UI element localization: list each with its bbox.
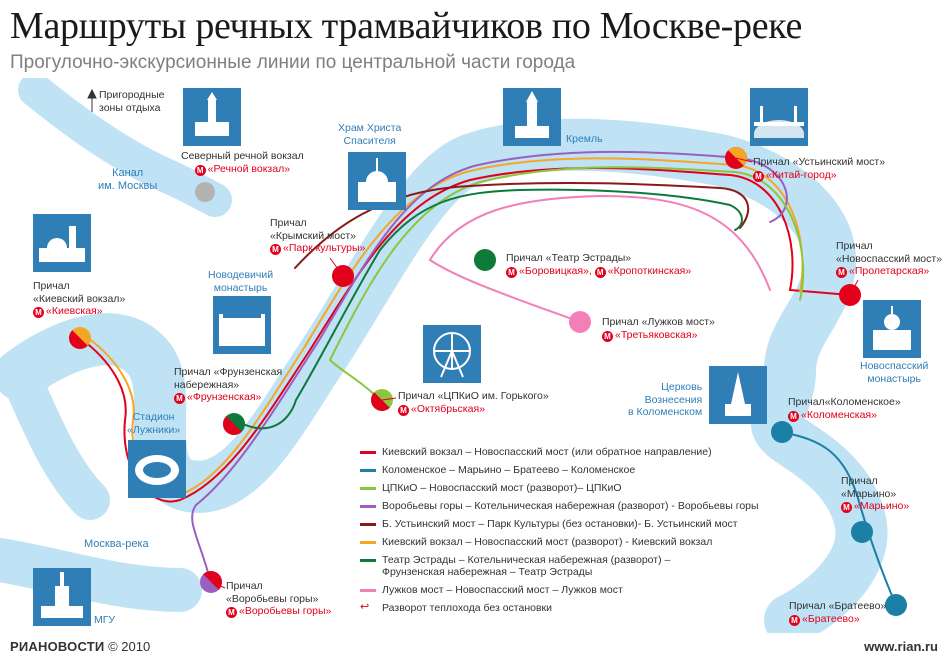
legend-swatch — [360, 469, 376, 472]
legend-item: Б. Устьинский мост – Парк Культуры (без … — [360, 518, 759, 530]
pier-marker-frunzenskaya-half — [223, 416, 242, 435]
metro-icon: М — [788, 410, 799, 422]
pier-markers — [69, 147, 907, 616]
canal-label: Канал им. Москвы — [98, 167, 158, 192]
legend-item: ЦПКиО – Новоспасский мост (разворот)– ЦП… — [360, 482, 759, 494]
metro-icon: М — [174, 393, 185, 404]
pier-label-krymsky: Причал «Крымский мост» М«Парк культуры» — [270, 217, 366, 255]
route-pink — [428, 194, 771, 323]
kolomenskoye-church-label: Церковь Вознесения в Коломенском — [628, 381, 703, 418]
page-title: Маршруты речных трамвайчиков по Москве-р… — [10, 5, 803, 47]
rian-logo: РИАНОВОСТИ © 2010 — [10, 639, 151, 654]
route-darkred — [294, 181, 750, 269]
legend-swatch — [360, 559, 376, 562]
river-bend-left — [0, 355, 110, 520]
novodevichy-label: Новодевичий монастырь — [208, 269, 274, 294]
page-subtitle: Прогулочно-экскурсионные линии по центра… — [10, 52, 576, 73]
luzhniki-label: Стадион «Лужники» — [127, 411, 181, 436]
metro-icon: М — [270, 244, 281, 255]
route-darkgreen — [234, 188, 743, 430]
cathedral-icon — [348, 152, 406, 210]
cathedral-label: Храм Христа Спасителя — [338, 122, 402, 147]
legend-swatch — [360, 451, 376, 454]
novodevichy-icon — [213, 296, 271, 354]
legend-item: Киевский вокзал – Новоспасский мост (или… — [360, 446, 759, 458]
pier-label-frunzenskaya: Причал «Фрунзенская набережная» М«Фрунзе… — [174, 366, 283, 404]
leader-lines — [210, 157, 859, 589]
legend-item: Воробьевы горы – Котельническая набережн… — [360, 500, 759, 512]
legend-swatch — [360, 505, 376, 508]
suburban-label: Пригородные зоны отдыха — [99, 89, 165, 114]
metro-icon: М — [836, 267, 847, 278]
pier-label-novospassky: Причал «Новоспасский мост» М«Пролетарска… — [836, 240, 943, 278]
river-label: Москва-река — [84, 538, 149, 550]
bridge-icon — [750, 88, 808, 146]
pier-label-ustinsky: Причал «Устьинский мост» М«Китай-город» — [753, 156, 886, 182]
metro-icon: М — [602, 330, 613, 342]
legend-swatch — [360, 541, 376, 544]
pier-marker-ustinsky-half — [728, 147, 747, 166]
pier-label-vorobyovy: Причал «Воробьевы горы» М«Воробьевы горы… — [226, 580, 332, 618]
novospassky-monastery-icon — [863, 300, 921, 358]
legend-item: Театр Эстрады – Котельническая набережна… — [360, 554, 759, 578]
pier-label-luzhkov: Причал «Лужков мост» М«Третьяковская» — [602, 316, 715, 342]
kremlin-icon — [503, 88, 561, 146]
novospassky-monastery-label: Новоспасский монастырь — [860, 360, 929, 385]
pier-marker-tsentr-half — [371, 392, 390, 411]
legend-item: Коломенское – Марьино – Братеево – Колом… — [360, 464, 759, 476]
metro-icon: М — [194, 164, 206, 176]
pier-marker-kolomenskoye — [771, 421, 793, 443]
metro-icon: М — [789, 614, 800, 626]
metro-icon: М — [226, 607, 237, 618]
metro-icon: М — [753, 170, 764, 182]
mgu-icon — [33, 568, 91, 626]
metro-icon: М — [841, 502, 852, 513]
ferris-wheel-icon — [423, 325, 481, 383]
pier-label-kievsky: Причал «Киевский вокзал» М«Киевская» — [33, 280, 126, 318]
legend-item: Киевский вокзал – Новоспасский мост (раз… — [360, 536, 759, 548]
kolomenskoye-church-icon — [709, 366, 767, 424]
pier-label-kolomenskoye: Причал«Коломенское» М«Коломенская» — [788, 396, 901, 422]
site-link[interactable]: www.rian.ru — [864, 639, 938, 654]
rechnoy-vokzal-icon — [183, 88, 241, 146]
route-teal — [781, 431, 897, 606]
pier-label-tsentr: Причал «ЦПКиО им. Горького» М«Октябрьска… — [398, 390, 549, 416]
legend-item: ↩Разворот теплохода без остановки — [360, 601, 553, 615]
legend-swatch — [360, 589, 376, 592]
pier-marker-rechnoy — [195, 182, 215, 202]
metro-icon: М — [398, 404, 409, 416]
pier-marker-estrada — [474, 249, 496, 271]
metro-icon: М — [33, 307, 44, 318]
pier-label-brateevo: Причал «Братеево» М«Братеево» — [789, 600, 887, 626]
metro-icon: М — [594, 266, 606, 278]
kievsky-vokzal-icon — [33, 214, 91, 272]
pier-label-estrada: Причал «Театр Эстрады» М«Боровицкая», М«… — [506, 252, 692, 278]
route-lightgreen — [328, 166, 805, 401]
pier-marker-brateevo — [885, 594, 907, 616]
pier-marker-luzhkov — [569, 311, 591, 333]
north-arrow-up — [87, 88, 97, 112]
pier-label-maryino: Причал «Марьино» М«Марьино» — [841, 475, 910, 513]
u-turn-icon: ↩ — [360, 601, 370, 613]
legend-swatch — [360, 523, 376, 526]
kremlin-label: Кремль — [566, 133, 603, 145]
route-legend: Киевский вокзал – Новоспасский мост (или… — [360, 446, 759, 620]
legend-item: Лужков мост – Новоспасский мост – Лужков… — [360, 584, 759, 596]
pier-marker-kievsky-half — [69, 330, 88, 349]
mgu-label: МГУ — [94, 614, 116, 626]
metro-icon: М — [506, 266, 517, 278]
legend-swatch — [360, 487, 376, 490]
luzhniki-stadium-icon — [128, 440, 186, 498]
river-island — [455, 242, 720, 274]
pier-marker-maryino — [851, 521, 873, 543]
pier-label-rechnoy: Северный речной вокзал М«Речной вокзал» — [181, 150, 304, 176]
route-red — [79, 167, 851, 503]
